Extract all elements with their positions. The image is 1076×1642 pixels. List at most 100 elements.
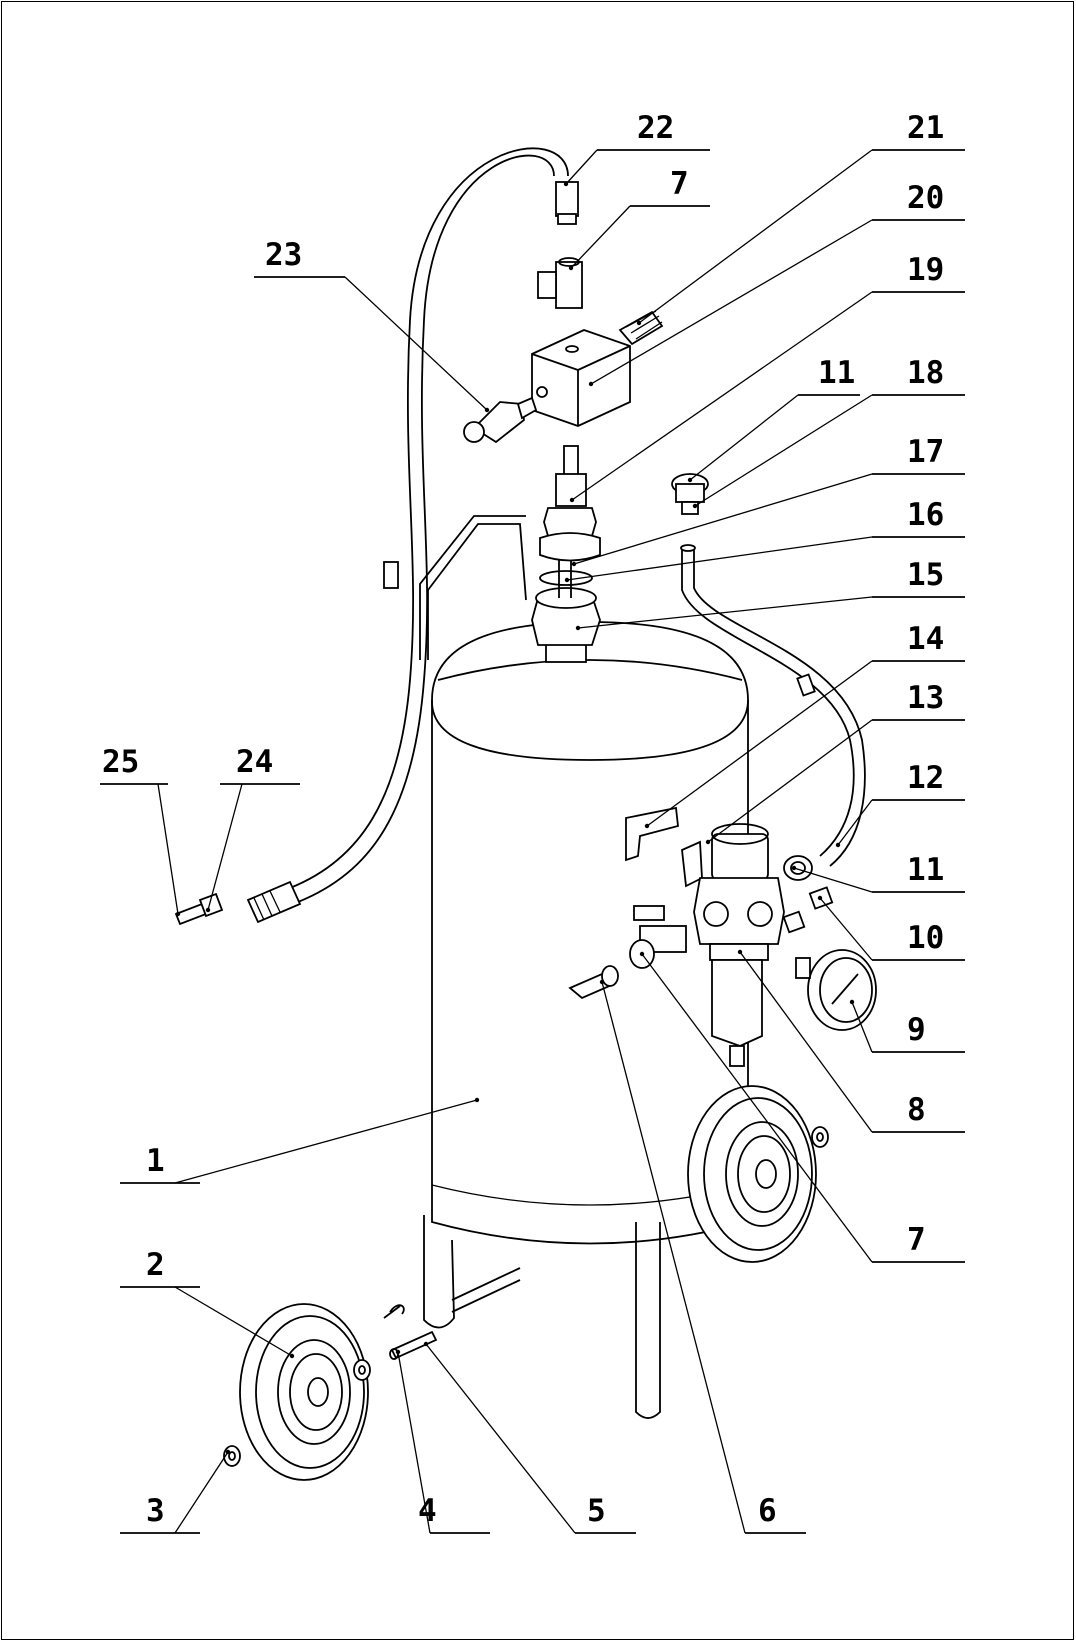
callout-c23: 23: [254, 237, 490, 413]
callout-c15: 15: [575, 557, 965, 631]
callout-leader-line: [573, 473, 873, 565]
callout-label: 7: [907, 1222, 926, 1258]
callout-dot: [423, 1341, 429, 1347]
callout-label: 12: [907, 760, 944, 796]
callout-leader-line: [565, 149, 598, 185]
top-fittings: [463, 181, 709, 663]
callout-leader-line: [174, 1451, 229, 1534]
callout-dot: [175, 911, 181, 917]
callout-label: 21: [907, 110, 944, 146]
callout-leader-line: [174, 1286, 293, 1357]
callout-dot: [791, 865, 797, 871]
callout-c9: 9: [849, 999, 965, 1053]
callout-label: 22: [637, 110, 674, 146]
callout-c22: 22: [563, 110, 710, 187]
callout-label: 7: [670, 166, 689, 202]
callout-c18: 18: [692, 355, 965, 509]
callout-dot: [835, 842, 841, 848]
callout-leader-line: [207, 783, 243, 911]
callout-dot: [484, 407, 490, 413]
callout-c10: 10: [817, 895, 965, 961]
callout-label: 20: [907, 180, 944, 216]
callout-c19: 19: [569, 252, 965, 503]
callout-leader-line: [793, 867, 873, 893]
callout-dot: [849, 999, 855, 1005]
callout-c11a: 11: [687, 355, 860, 483]
callout-label: 3: [146, 1493, 165, 1529]
callout-label: 18: [907, 355, 944, 391]
callout-leader-line: [837, 799, 873, 846]
callout-c7a: 7: [568, 166, 710, 271]
callout-leader-line: [638, 149, 873, 324]
callout-dot: [737, 949, 743, 955]
callout-c20: 20: [588, 180, 965, 387]
callout-label: 15: [907, 557, 944, 593]
callout-label: 5: [587, 1493, 606, 1529]
callout-leader-line: [689, 394, 799, 481]
callout-leader-line: [707, 719, 873, 843]
callout-dot: [599, 979, 605, 985]
callout-leader-line: [174, 1099, 478, 1184]
handle-frame: [419, 515, 527, 660]
callout-c16: 16: [564, 497, 965, 583]
callout-label: 24: [236, 744, 273, 780]
callout-c14: 14: [644, 621, 965, 829]
callout-leader-line: [739, 951, 873, 1133]
callout-dot: [225, 1449, 231, 1455]
callout-c5: 5: [423, 1341, 636, 1534]
tank-legs: [423, 1215, 661, 1419]
callout-dot: [289, 1353, 295, 1359]
loose-fittings: [174, 892, 224, 926]
callout-c13: 13: [705, 680, 965, 845]
callout-c25: 25: [100, 744, 181, 917]
callout-label: 17: [907, 434, 944, 470]
callout-c3: 3: [120, 1449, 231, 1534]
callout-dot: [575, 625, 581, 631]
callout-dot: [571, 561, 577, 567]
callout-c1: 1: [120, 1097, 480, 1184]
callout-leader-line: [694, 394, 873, 507]
callout-label: 16: [907, 497, 944, 533]
callout-label: 14: [907, 621, 944, 657]
callout-label: 19: [907, 252, 944, 288]
regulator-assembly: [568, 806, 877, 1067]
callout-leader-line: [851, 1001, 873, 1053]
callout-label: 9: [907, 1012, 926, 1048]
callout-c7b: 7: [639, 951, 965, 1263]
callout-c21: 21: [636, 110, 965, 326]
callout-leader-line: [344, 276, 488, 411]
callout-c2: 2: [120, 1247, 295, 1359]
callout-leader-line: [601, 981, 746, 1534]
callout-dot: [569, 497, 575, 503]
callout-leader-line: [571, 291, 873, 501]
callout-label: 11: [907, 852, 944, 888]
callout-c24: 24: [205, 744, 300, 913]
air-hose: [246, 147, 569, 924]
right-wheel: [687, 1085, 817, 1263]
callout-leader-line: [641, 953, 873, 1263]
callout-dot: [474, 1097, 480, 1103]
callout-leader-line: [566, 536, 873, 581]
callout-leader-line: [819, 897, 873, 961]
left-wheel: [239, 1303, 369, 1481]
callout-label: 4: [418, 1493, 437, 1529]
callout-leader-line: [577, 596, 873, 629]
callout-leader-line: [397, 1351, 431, 1534]
callout-c12: 12: [835, 760, 965, 848]
callout-leader-line: [157, 783, 179, 915]
callout-leader-line: [570, 205, 631, 269]
callout-label: 1: [146, 1143, 165, 1179]
callout-c11b: 11: [791, 852, 965, 893]
callout-dot: [395, 1349, 401, 1355]
callout-dot: [564, 577, 570, 583]
washers-and-axle: [223, 1126, 829, 1467]
callout-label: 8: [907, 1092, 926, 1128]
callout-c8: 8: [737, 949, 965, 1133]
callout-dot: [588, 381, 594, 387]
callout-dot: [563, 181, 569, 187]
callout-dot: [687, 477, 693, 483]
callout-c17: 17: [571, 434, 965, 567]
